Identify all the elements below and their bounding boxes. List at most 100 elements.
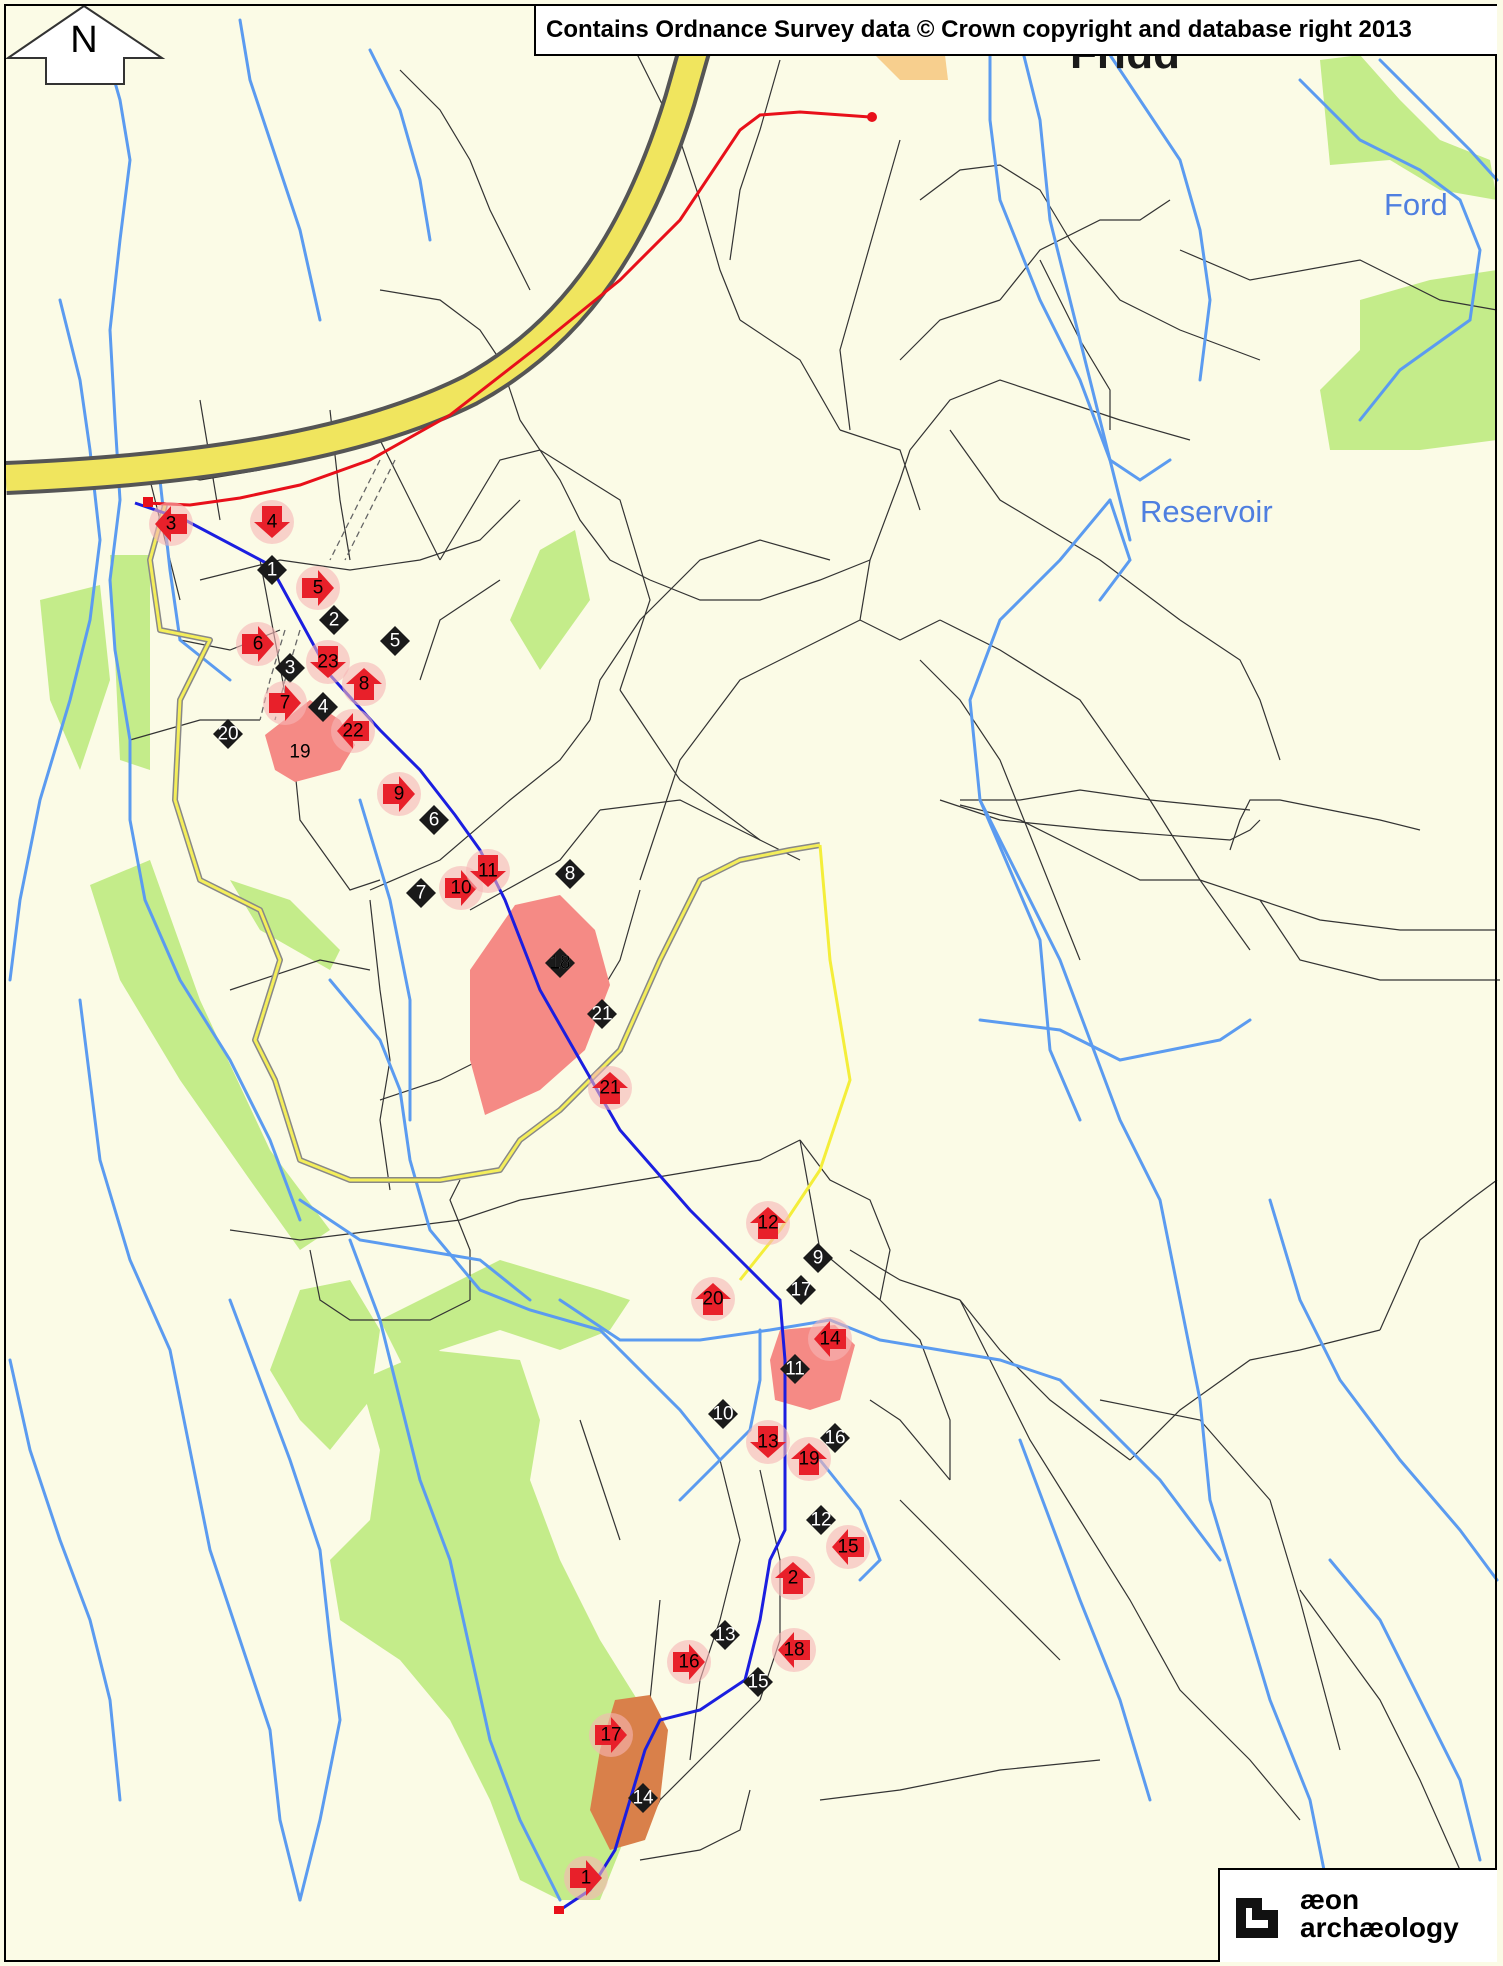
arrow-icon: [346, 668, 382, 700]
red-marker-14[interactable]: 14: [808, 1317, 852, 1361]
black-marker-label: 4: [318, 697, 329, 718]
black-marker-3[interactable]: 3: [275, 653, 305, 683]
red-marker-label: 16: [678, 1652, 699, 1673]
black-marker-18[interactable]: 18: [545, 948, 575, 978]
black-marker-label: 3: [285, 658, 296, 679]
diamond-icon: [708, 1399, 738, 1429]
stream-far-ne: [1298, 78, 1482, 422]
arrow-icon: [673, 1644, 705, 1680]
black-marker-5[interactable]: 5: [380, 626, 410, 656]
logo-line-1: æon: [1300, 1884, 1360, 1915]
black-marker-10[interactable]: 10: [708, 1399, 738, 1429]
black-marker-8[interactable]: 8: [555, 859, 585, 889]
black-marker-label: 9: [813, 1248, 824, 1269]
copyright-notice: Contains Ordnance Survey data © Crown co…: [534, 6, 1497, 56]
red-marker-22[interactable]: 22: [331, 709, 375, 753]
north-label: N: [70, 19, 97, 61]
black-marker-label: 7: [416, 883, 427, 904]
stream-ne: [1098, 38, 1212, 382]
black-marker-2[interactable]: 2: [319, 605, 349, 635]
stream-branch-2: [648, 1378, 722, 1462]
red-marker-label: 23: [317, 652, 338, 673]
diamond-icon: [820, 1423, 850, 1453]
area-label-19: 19: [289, 742, 310, 763]
red-marker-label: 19: [798, 1449, 819, 1470]
red-marker-5[interactable]: 5: [296, 566, 340, 610]
red-marker-12[interactable]: 12: [746, 1201, 790, 1245]
stream-west: [98, 28, 302, 1222]
black-marker-9[interactable]: 9: [803, 1243, 833, 1273]
black-marker-label: 16: [824, 1428, 845, 1449]
red-marker-1[interactable]: 1: [564, 1856, 608, 1900]
black-marker-1[interactable]: 1: [257, 555, 287, 585]
red-marker-20[interactable]: 20: [691, 1277, 735, 1321]
red-marker-21[interactable]: 21: [588, 1066, 632, 1110]
arrow-icon: [242, 626, 274, 662]
red-marker-15[interactable]: 15: [826, 1525, 870, 1569]
diamond-icon: [803, 1243, 833, 1273]
black-marker-11[interactable]: 11: [780, 1354, 810, 1384]
red-marker-label: 8: [359, 674, 370, 695]
black-marker-label: 21: [591, 1004, 612, 1025]
red-marker-19[interactable]: 19: [787, 1437, 831, 1481]
red-marker-17[interactable]: 17: [589, 1713, 633, 1757]
black-marker-label: 10: [712, 1404, 733, 1425]
red-marker-23[interactable]: 23: [306, 640, 350, 684]
black-marker-15[interactable]: 15: [743, 1667, 773, 1697]
black-marker-21[interactable]: 21: [587, 999, 617, 1029]
woodland-west-3: [230, 880, 340, 970]
water-courses: [8, 18, 1499, 1902]
black-marker-16[interactable]: 16: [820, 1423, 850, 1453]
stream-west-2: [8, 298, 102, 982]
red-marker-7[interactable]: 7: [263, 681, 307, 725]
black-marker-7[interactable]: 7: [406, 878, 436, 908]
black-marker-20[interactable]: 20: [213, 719, 243, 749]
black-marker-17[interactable]: 17: [786, 1275, 816, 1305]
field-building: [870, 50, 948, 80]
a-road: [5, 25, 717, 495]
arrow-icon: [383, 776, 415, 812]
arrow-icon: [814, 1321, 846, 1357]
black-marker-label: 13: [714, 1625, 735, 1646]
red-marker-label: 12: [757, 1213, 778, 1234]
label-reservoir: Reservoir: [1140, 494, 1273, 529]
black-marker-13[interactable]: 13: [710, 1620, 740, 1650]
stream-se: [1328, 1558, 1482, 1862]
stream-center-north: [358, 798, 412, 1122]
red-marker-label: 6: [253, 634, 264, 655]
arrow-icon: [470, 855, 506, 887]
red-marker-18[interactable]: 18: [772, 1628, 816, 1672]
diamond-icon: [308, 692, 338, 722]
black-marker-14[interactable]: 14: [628, 1783, 658, 1813]
red-marker-13[interactable]: 13: [746, 1420, 790, 1464]
red-marker-2[interactable]: 2: [771, 1556, 815, 1600]
stream-nw: [238, 18, 322, 322]
red-marker-4[interactable]: 4: [250, 500, 294, 544]
black-marker-4[interactable]: 4: [308, 692, 338, 722]
dashed-tracks: [259, 459, 396, 721]
area-labels: 19 18: [289, 742, 570, 974]
red-marker-label: 11: [478, 861, 498, 882]
red-route: [144, 110, 877, 507]
arrow-icon: [337, 713, 369, 749]
black-marker-12[interactable]: 12: [806, 1505, 836, 1535]
red-marker-6[interactable]: 6: [236, 622, 280, 666]
black-marker-label: 1: [267, 560, 278, 581]
diamond-icon: [780, 1354, 810, 1384]
red-marker-16[interactable]: 16: [667, 1640, 711, 1684]
red-marker-3[interactable]: 3: [149, 502, 193, 546]
label-ford: Ford: [1384, 187, 1448, 222]
route-start: [143, 497, 153, 507]
arrow-icon: [155, 506, 187, 542]
red-marker-label: 14: [819, 1329, 841, 1350]
black-marker-6[interactable]: 6: [419, 805, 449, 835]
red-marker-8[interactable]: 8: [342, 662, 386, 706]
woodland-south-1: [270, 1280, 380, 1450]
north-arrow[interactable]: N: [4, 4, 166, 85]
woodland-northeast-2: [1320, 270, 1497, 450]
red-marker-9[interactable]: 9: [377, 772, 421, 816]
red-marker-11[interactable]: 11: [466, 849, 510, 893]
stream-sw: [78, 998, 302, 1902]
stream-se-2: [1018, 1438, 1152, 1802]
